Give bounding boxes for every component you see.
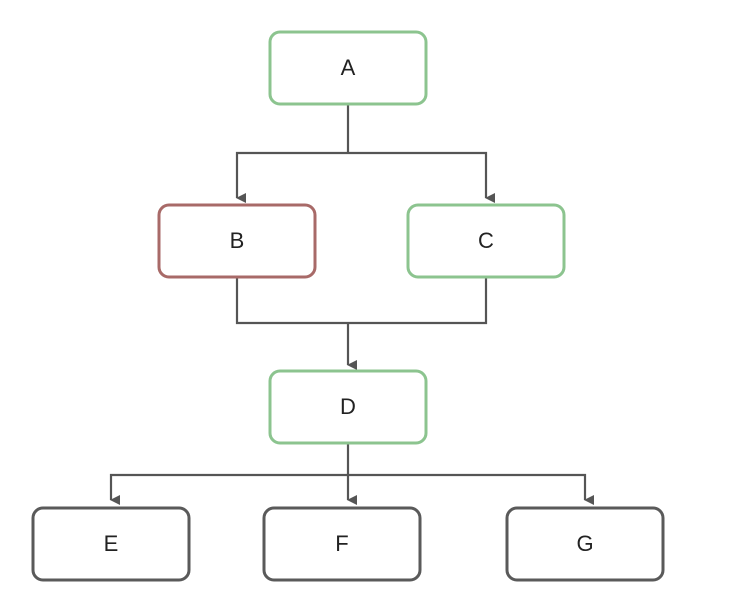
node-b[interactable]: B (157, 203, 317, 279)
node-e[interactable]: E (31, 506, 191, 582)
node-a-label: A (341, 55, 356, 80)
node-e-label: E (104, 531, 119, 556)
node-e-box (31, 506, 191, 582)
connector-b-to-merge (235, 277, 348, 325)
node-c[interactable]: C (406, 203, 566, 279)
node-g[interactable]: G (505, 506, 665, 582)
connector-a-to-b (235, 151, 348, 203)
node-c-label: C (478, 228, 494, 253)
node-f-box (262, 506, 422, 582)
node-d-box (268, 369, 428, 445)
connector-d-to-g (348, 473, 594, 505)
node-d-label: D (340, 394, 356, 419)
connectors (109, 104, 594, 505)
node-a[interactable]: A (268, 30, 428, 106)
node-c-box (406, 203, 566, 279)
node-b-box (157, 203, 317, 279)
connector-c-to-merge (348, 277, 488, 325)
node-d[interactable]: D (268, 369, 428, 445)
connector-a-to-c (348, 151, 495, 203)
node-g-label: G (576, 531, 593, 556)
node-a-box (268, 30, 428, 106)
node-g-box (505, 506, 665, 582)
node-b-label: B (230, 228, 245, 253)
connector-d-to-e (109, 473, 348, 505)
node-f[interactable]: F (262, 506, 422, 582)
node-f-label: F (335, 531, 348, 556)
